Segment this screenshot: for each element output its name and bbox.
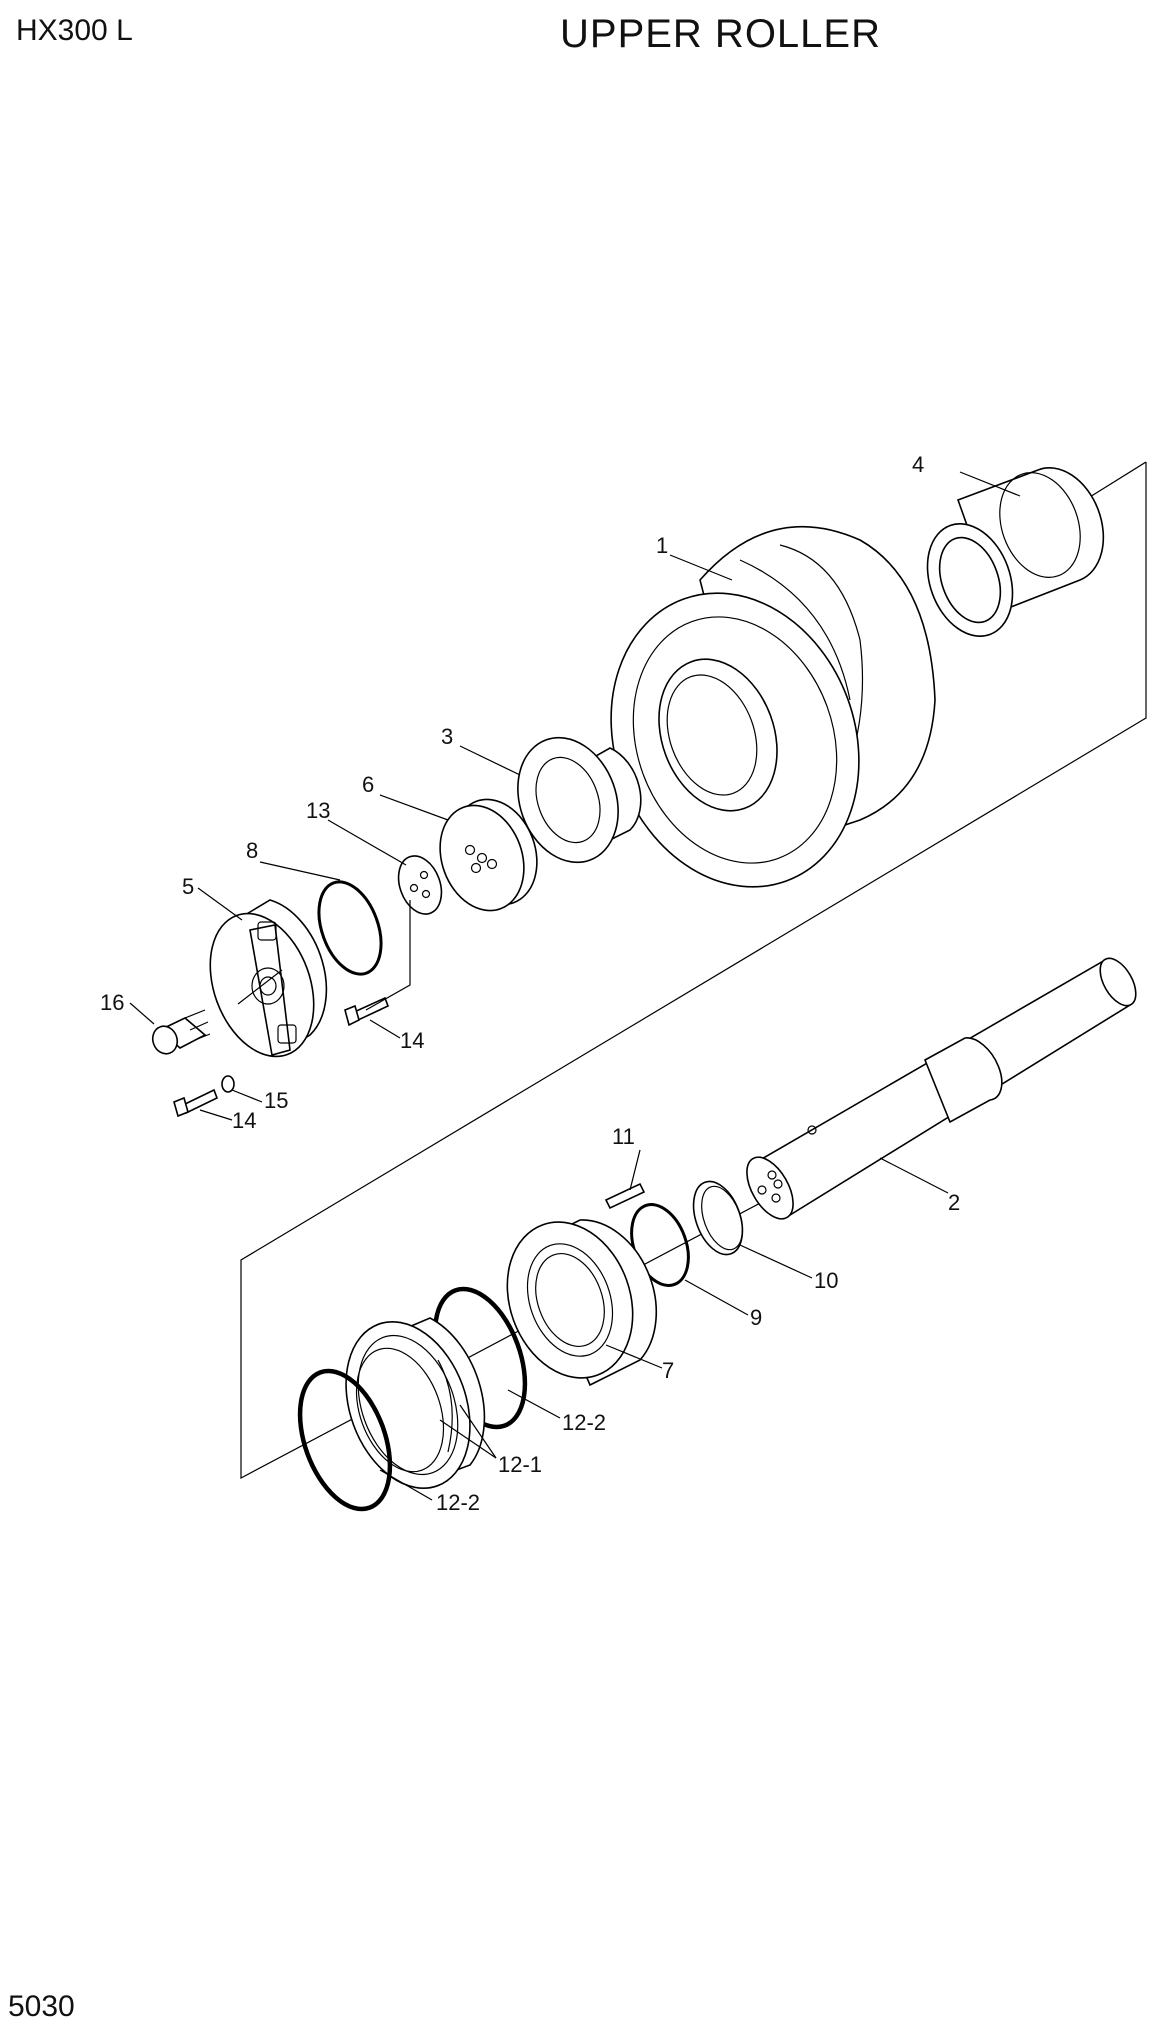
part-bolt-upper — [344, 996, 390, 1027]
part-roller — [610, 525, 936, 888]
part-washer — [221, 1075, 235, 1093]
page-number: 5030 — [8, 1990, 75, 2023]
callout-4: 4 — [912, 452, 924, 477]
part-snap-ring — [692, 1180, 744, 1256]
model-name: HX300 L — [16, 14, 133, 47]
callout-6: 6 — [362, 772, 374, 797]
part-bolt-lower — [173, 1088, 219, 1118]
part-end-cap — [209, 899, 328, 1058]
part-plug — [151, 1009, 211, 1055]
callout-8: 8 — [246, 838, 258, 863]
part-collar — [506, 1219, 658, 1387]
part-floating-seal — [345, 1317, 486, 1490]
callout-11: 11 — [612, 1124, 635, 1149]
part-shaft — [746, 957, 1137, 1220]
callout-5: 5 — [182, 874, 194, 899]
callout-2: 2 — [948, 1190, 960, 1215]
part-cover-plate — [397, 855, 443, 915]
callout-7: 7 — [662, 1358, 674, 1383]
part-bushing — [926, 467, 1105, 637]
callout-3: 3 — [441, 724, 453, 749]
callout-12-1: 12-1 — [498, 1452, 542, 1477]
callout-12-2-lower: 12-2 — [436, 1490, 480, 1515]
callout-14-upper: 14 — [400, 1028, 424, 1053]
part-flanged-bushing — [517, 736, 642, 864]
callout-13: 13 — [306, 798, 330, 823]
callout-10: 10 — [814, 1268, 838, 1293]
callout-9: 9 — [750, 1305, 762, 1330]
part-thrust-plate — [439, 798, 538, 912]
part-o-ring-8 — [317, 880, 383, 976]
page-title: UPPER ROLLER — [560, 12, 881, 56]
callout-1: 1 — [656, 533, 668, 558]
callout-labels: 1 2 3 4 5 6 7 8 9 10 11 12-1 12-2 12-2 1… — [100, 452, 960, 1515]
part-pin — [604, 1182, 646, 1210]
callout-16: 16 — [100, 990, 124, 1015]
callout-12-2-upper: 12-2 — [562, 1410, 606, 1435]
callout-15: 15 — [264, 1088, 288, 1113]
part-o-ring-12-2-lower — [297, 1368, 393, 1512]
callout-14-lower: 14 — [232, 1108, 256, 1133]
leader-lines — [129, 471, 1021, 1501]
